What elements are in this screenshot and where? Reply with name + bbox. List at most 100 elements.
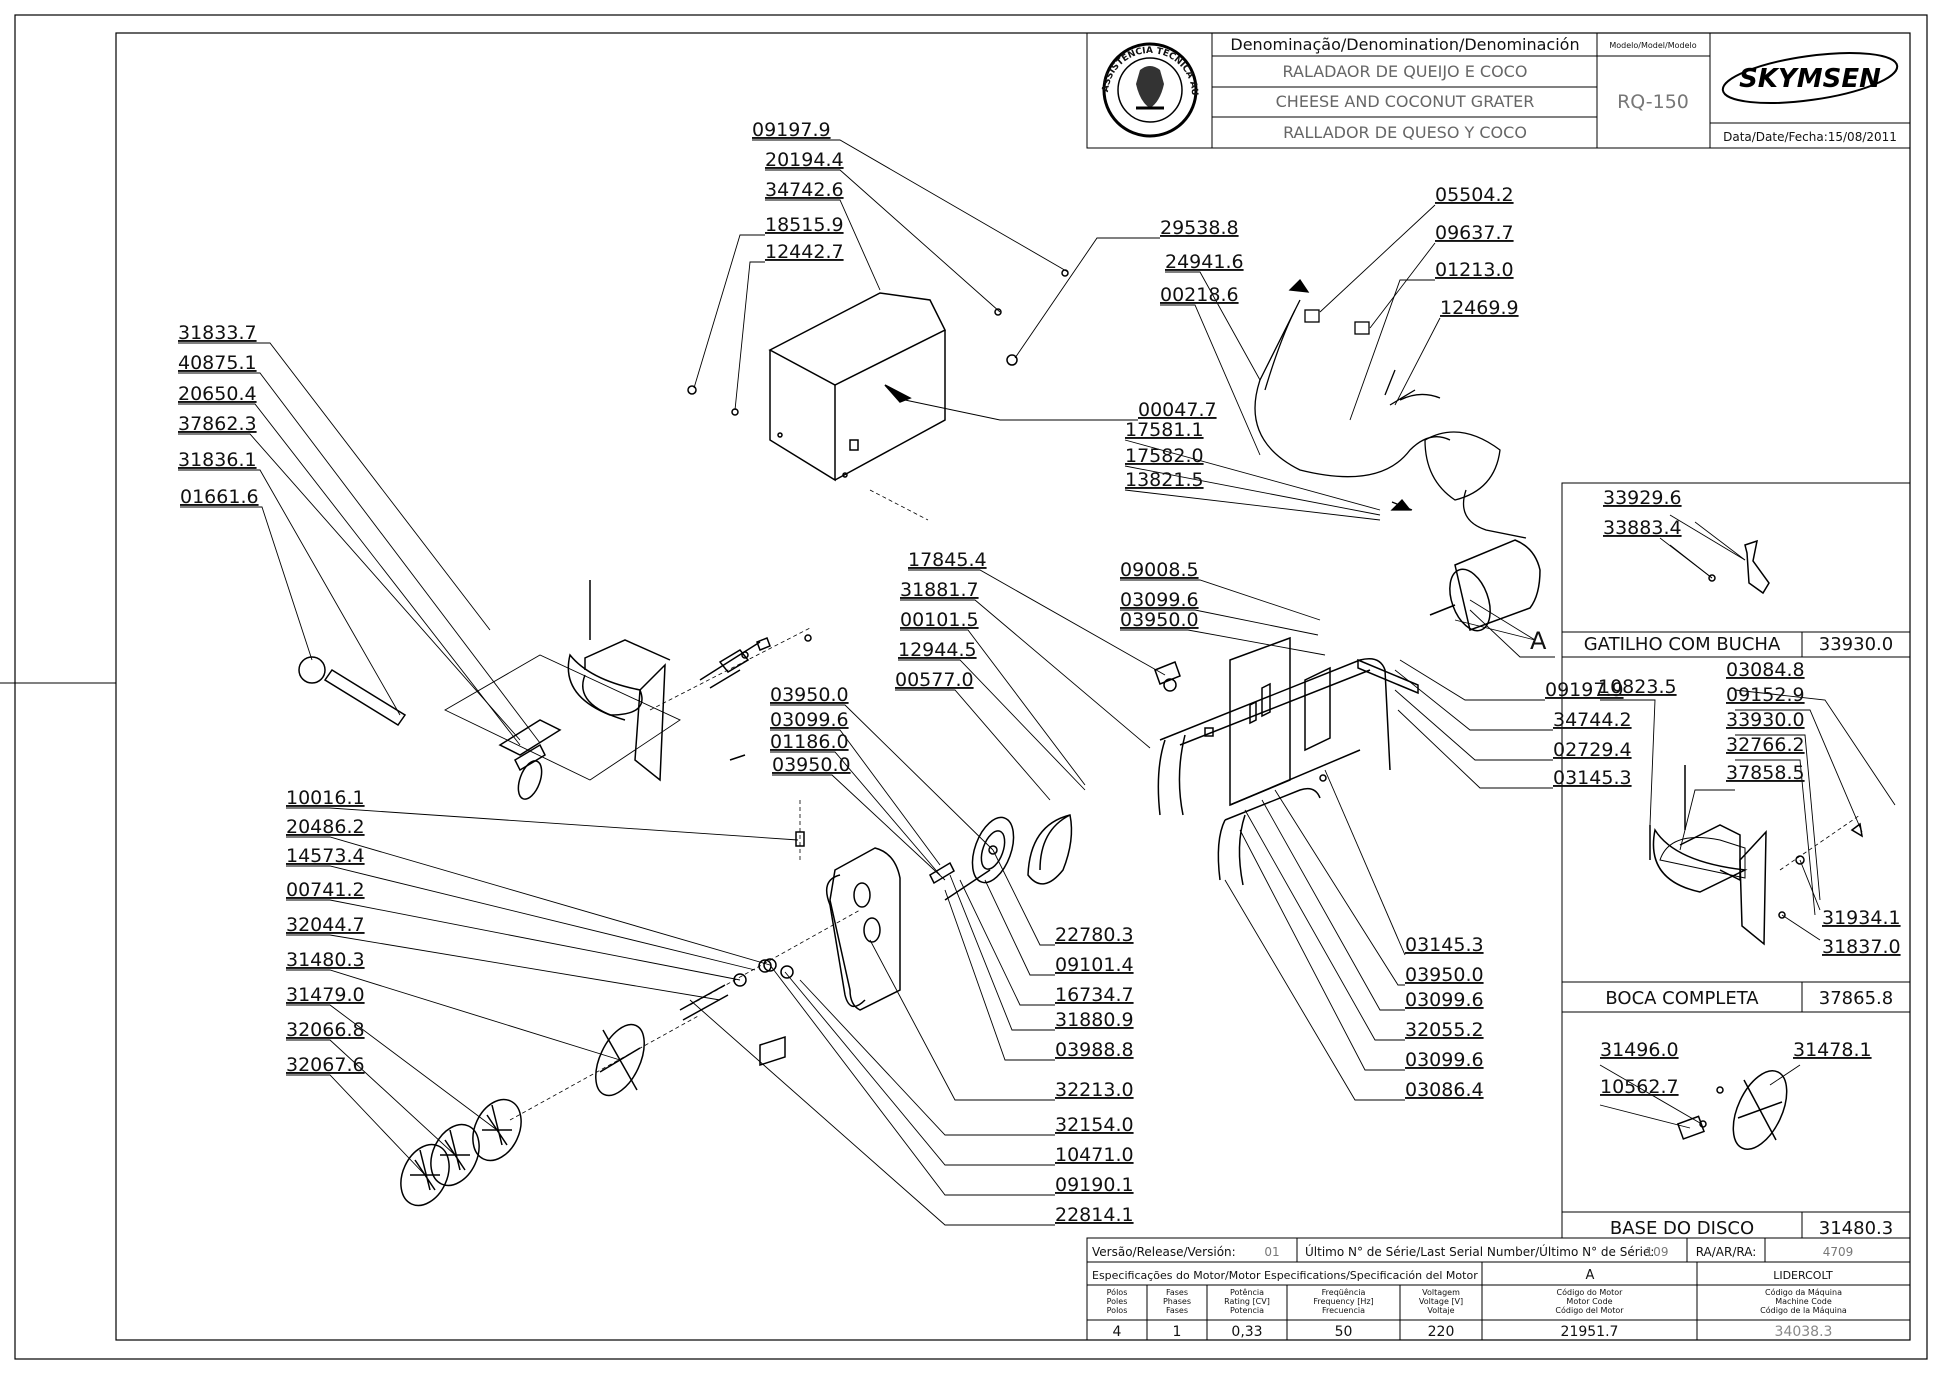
part-label: 14573.4: [286, 845, 365, 867]
spec-column-header: Polos: [1107, 1306, 1128, 1315]
version-value: 01: [1264, 1245, 1279, 1259]
ra-label: RA/AR/RA:: [1696, 1245, 1757, 1259]
hopper-main-drawing: [444, 580, 812, 800]
hopper-assembly-drawing: [1649, 765, 1864, 946]
spec-column-header: Phases: [1163, 1297, 1191, 1306]
spec-column-header: Voltaje: [1427, 1306, 1454, 1315]
spec-column-value: 220: [1428, 1324, 1455, 1340]
part-label: 31836.1: [178, 449, 257, 471]
part-label: 02729.4: [1553, 739, 1632, 761]
spec-column-header: Código da Máquina: [1765, 1287, 1842, 1297]
subassembly-1-code: 33930.0: [1819, 634, 1893, 655]
brand-logo: SKYMSEN: [1721, 52, 1899, 104]
spec-column-header: Poles: [1107, 1297, 1128, 1306]
part-label: 03145.3: [1405, 934, 1484, 956]
subassembly-2-code: 37865.8: [1819, 988, 1893, 1009]
drawing-date: Data/Date/Fecha:15/08/2011: [1723, 130, 1897, 144]
spec-column-header: Motor Code: [1566, 1297, 1612, 1306]
subassembly-part-label: 10823.5: [1598, 676, 1677, 698]
part-label: 20486.2: [286, 816, 365, 838]
part-label: 09008.5: [1120, 559, 1199, 581]
part-label: 03099.6: [1405, 1049, 1484, 1071]
spec-column-value: 34038.3: [1775, 1324, 1833, 1340]
gear-housing-drawing: [763, 800, 901, 1011]
part-label: 09190.1: [1055, 1174, 1134, 1196]
part-label: 09637.7: [1435, 222, 1514, 244]
spec-column-header: Fases: [1166, 1288, 1188, 1297]
part-label: 20194.4: [765, 149, 844, 171]
part-label: 10016.1: [286, 787, 365, 809]
spec-column-value: 50: [1335, 1324, 1353, 1340]
part-label: 00577.0: [895, 669, 974, 691]
part-label: 12442.7: [765, 241, 844, 263]
spec-column-header: Código do Motor: [1557, 1287, 1624, 1297]
spec-column-header: Código de la Máquina: [1760, 1305, 1847, 1315]
pusher-handle-drawing: [298, 656, 546, 772]
subassembly-part-label: 37858.5: [1726, 762, 1805, 784]
subassembly-1-name: GATILHO COM BUCHA: [1584, 634, 1781, 655]
disc-base-drawing: [1676, 1070, 1788, 1150]
name-spanish: RALLADOR DE QUESO Y COCO: [1283, 123, 1527, 142]
part-label: 34742.6: [765, 179, 844, 201]
part-label: 09197.9: [1545, 679, 1624, 701]
part-label: 31881.7: [900, 579, 979, 601]
motor-spec-table: [1086, 1237, 1911, 1341]
part-label: 01661.6: [180, 486, 259, 508]
outer-border: [14, 14, 1928, 1360]
spec-column-header: Freqüência: [1322, 1287, 1366, 1297]
subassembly-3-code: 31480.3: [1819, 1218, 1893, 1239]
leader-lines: [178, 139, 1896, 1226]
part-label: 22780.3: [1055, 924, 1134, 946]
wiring-harness-drawing: [1254, 278, 1527, 539]
subassembly-part-label: 31496.0: [1600, 1039, 1679, 1061]
subassembly-2-name: BOCA COMPLETA: [1605, 988, 1759, 1009]
part-label: 32055.2: [1405, 1019, 1484, 1041]
part-label: 00218.6: [1160, 284, 1239, 306]
name-portuguese: RALADAOR DE QUEIJO E COCO: [1283, 62, 1528, 81]
part-label: 09197.9: [752, 119, 831, 141]
part-label: 37862.3: [178, 413, 257, 435]
serial-value: 109: [1646, 1245, 1669, 1259]
part-label: 10471.0: [1055, 1144, 1134, 1166]
spec-column-header: Voltage [V]: [1419, 1297, 1463, 1306]
part-label: 17582.0: [1125, 445, 1204, 467]
part-label: 17845.4: [908, 549, 987, 571]
subassembly-part-label: 31934.1: [1822, 907, 1901, 929]
subassembly-part-label: 32766.2: [1726, 734, 1805, 756]
part-label: 17581.1: [1125, 419, 1204, 441]
part-label: 16734.7: [1055, 984, 1134, 1006]
part-label: 00741.2: [286, 879, 365, 901]
serial-label: Último N° de Série/Last Serial Number/Úl…: [1305, 1244, 1654, 1259]
part-label: 01213.0: [1435, 259, 1514, 281]
spec-column-value: 21951.7: [1561, 1324, 1619, 1340]
subassembly-part-label: 10562.7: [1600, 1076, 1679, 1098]
shaft-disc-drawing: [400, 909, 861, 1207]
part-label: 40875.1: [178, 352, 257, 374]
title-block: [1086, 32, 1911, 149]
part-label: 24941.6: [1165, 251, 1244, 273]
part-label: 01186.0: [770, 731, 849, 753]
spec-column-header: Código del Motor: [1555, 1305, 1624, 1315]
part-label: 32066.8: [286, 1019, 365, 1041]
version-label: Versão/Release/Versión:: [1092, 1245, 1236, 1259]
subassembly-part-label: 31837.0: [1822, 936, 1901, 958]
part-label: 03950.0: [772, 754, 851, 776]
part-label: 03099.6: [1405, 989, 1484, 1011]
part-label: 31833.7: [178, 322, 257, 344]
model-code: RQ-150: [1617, 91, 1689, 113]
spec-column-header: Machine Code: [1775, 1297, 1832, 1306]
part-label: 32044.7: [286, 914, 365, 936]
part-label: 03086.4: [1405, 1079, 1484, 1101]
part-label: 32067.6: [286, 1054, 365, 1076]
part-label: 00101.5: [900, 609, 979, 631]
spec-column-header: Voltagem: [1422, 1288, 1460, 1297]
spec-column-header: Frequency [Hz]: [1313, 1297, 1373, 1306]
part-label: 13821.5: [1125, 469, 1204, 491]
part-label: 31880.9: [1055, 1009, 1134, 1031]
part-label: 03099.6: [770, 709, 849, 731]
part-label: 03145.3: [1553, 767, 1632, 789]
spec-column-header: Potencia: [1230, 1306, 1264, 1315]
motor-spec-header: Especificações do Motor/Motor Especifica…: [1092, 1269, 1478, 1282]
part-label: 31480.3: [286, 949, 365, 971]
